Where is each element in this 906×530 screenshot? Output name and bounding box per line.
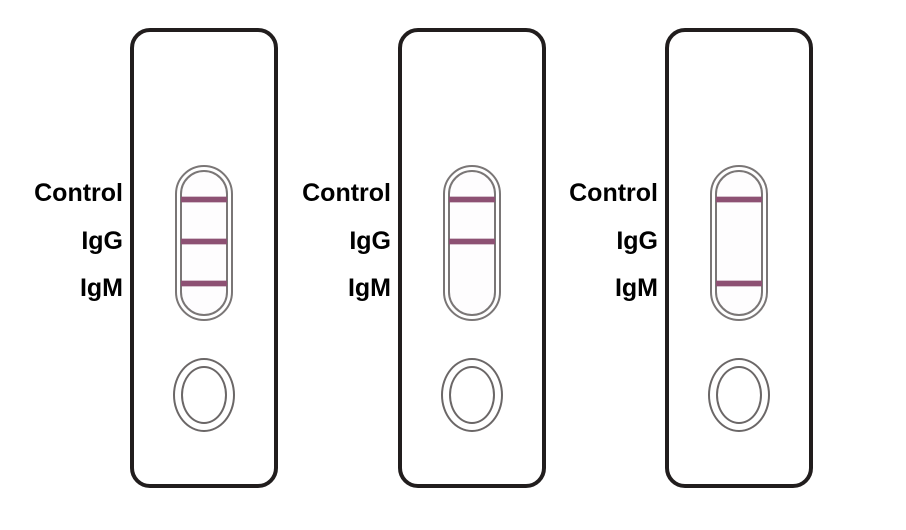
- label-control: Control: [302, 179, 391, 207]
- sample-well: [173, 358, 235, 432]
- line-labels: Control IgG IgM: [0, 0, 123, 330]
- sample-well: [708, 358, 770, 432]
- result-window-inner: [715, 170, 763, 316]
- control-line: [181, 197, 227, 202]
- result-window-inner: [180, 170, 228, 316]
- igg-line: [181, 239, 227, 244]
- label-igg: IgG: [81, 227, 123, 255]
- result-window: [175, 165, 233, 321]
- igg-line: [449, 239, 495, 244]
- cassette-body: [665, 28, 813, 488]
- cassette-body: [398, 28, 546, 488]
- test-cassette-unit-3: Control IgG IgM: [535, 0, 825, 530]
- label-igm: IgM: [79, 274, 123, 302]
- label-igm: IgM: [347, 274, 391, 302]
- label-igm: IgM: [614, 274, 658, 302]
- sample-well-inner: [449, 366, 495, 424]
- result-window: [710, 165, 768, 321]
- igm-line: [716, 281, 762, 286]
- control-line: [449, 197, 495, 202]
- line-labels: Control IgG IgM: [268, 0, 391, 330]
- igm-line: [181, 281, 227, 286]
- cassette-body: [130, 28, 278, 488]
- sample-well-inner: [716, 366, 762, 424]
- control-line: [716, 197, 762, 202]
- line-labels: Control IgG IgM: [535, 0, 658, 330]
- test-cassette-unit-1: Control IgG IgM: [0, 0, 290, 530]
- label-control: Control: [34, 179, 123, 207]
- label-igg: IgG: [616, 227, 658, 255]
- sample-well-inner: [181, 366, 227, 424]
- label-igg: IgG: [349, 227, 391, 255]
- test-cassette-unit-2: Control IgG IgM: [268, 0, 558, 530]
- sample-well: [441, 358, 503, 432]
- result-window-inner: [448, 170, 496, 316]
- label-control: Control: [569, 179, 658, 207]
- result-window: [443, 165, 501, 321]
